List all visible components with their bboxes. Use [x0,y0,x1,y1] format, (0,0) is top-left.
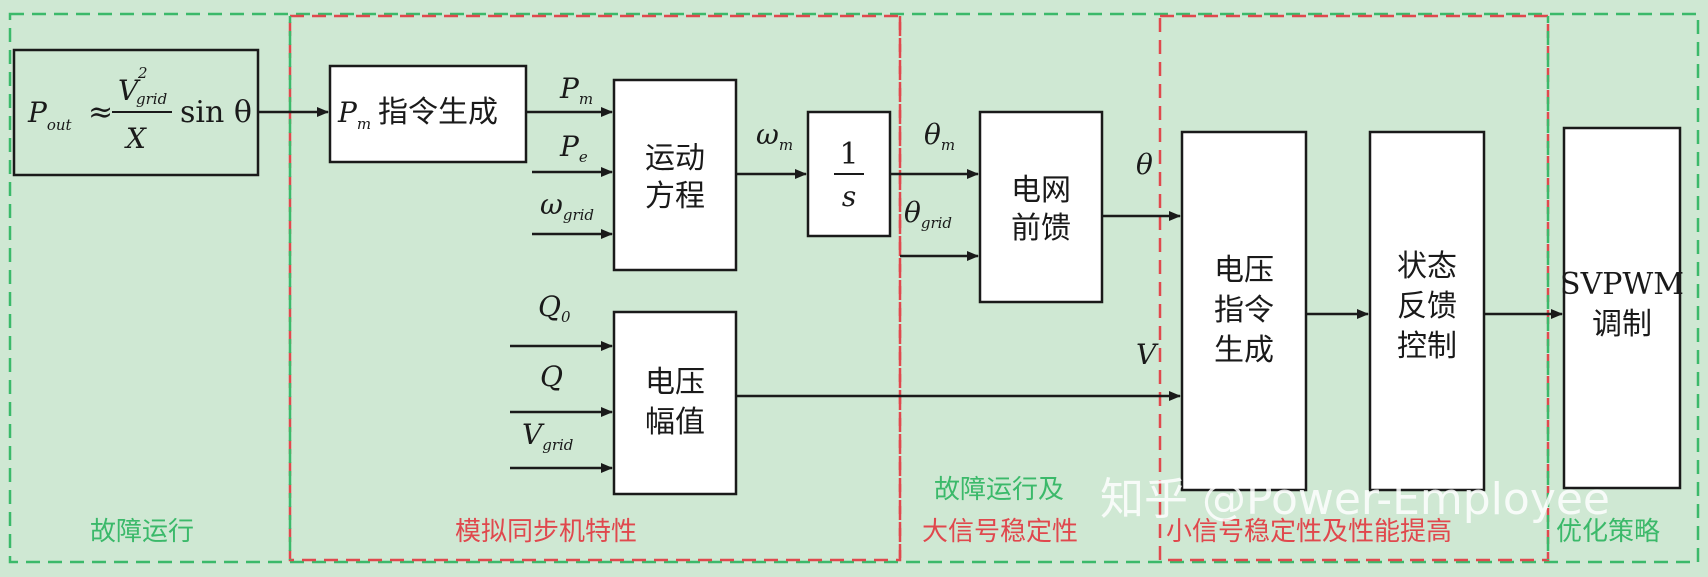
block-motion-equation-box [612,78,738,272]
block-grid-feedforward-box [978,110,1104,304]
svg-text:Vgrid: Vgrid [522,418,573,454]
label-wgrid-sub: grid [563,206,594,224]
region-small-signal-border [1158,14,1550,562]
label-q: Q [540,360,563,393]
block-state-feedback-line3: 控制 [1397,329,1457,364]
block-voltage-amplitude-box [612,310,738,496]
block-grid-feedforward-line2: 前馈 [1011,211,1071,246]
label-q0-sub: 0 [561,308,571,326]
block-voltage-amplitude-line1: 电压 [645,365,705,400]
svg-text:θm: θm [924,118,955,154]
block-pm-command-sym: P [337,96,358,129]
label-theta: θ [1136,148,1153,181]
block-state-feedback-box [1368,130,1486,492]
label-thetam-sub: m [941,136,955,154]
block-svpwm-line1: SVPWM [1560,267,1684,302]
svg-text:θgrid: θgrid [904,196,952,232]
label-pe-sym: P [559,130,580,163]
block-pm-command-label: 指令生成 [378,95,498,130]
label-thetagrid-sub: grid [921,214,952,232]
block-grid-feedforward: 电网 前馈 [978,110,1104,304]
block-state-feedback: 状态 反馈 控制 [1368,130,1486,492]
block-pm-command: Pm 指令生成 [328,64,528,164]
svg-text:V: V [118,74,141,107]
svg-text:Pm: Pm [337,96,371,133]
formula-num-sup: 2 [137,64,148,82]
label-wm-sym: ω [756,118,779,151]
svg-text:Pe: Pe [559,130,588,166]
signal-labels: Pm Pe ωgrid ωm θm θgrid θ V Q0 Q Vgrid [522,72,1159,454]
block-voltage-command-line3: 生成 [1214,333,1274,368]
block-grid-feedforward-line1: 电网 [1011,173,1071,208]
region-outer-green-border [8,12,1700,564]
block-svpwm-box [1562,126,1682,490]
caption-sync-machine: 模拟同步机特性 [455,517,637,547]
formula-lhs-sub: out [47,116,73,134]
block-pm-command-box [328,64,528,164]
svg-text:Pm: Pm [559,72,593,108]
label-v: V [1136,338,1159,371]
label-pm-sym: P [559,72,580,105]
region-borders [8,12,1700,564]
formula-lhs: P [27,96,48,129]
svg-text:Q0: Q0 [538,290,571,326]
label-thetam-sym: θ [924,118,941,151]
block-state-feedback-line1: 状态 [1397,249,1457,284]
label-pm-sub: m [579,90,593,108]
formula-tail: sin θ [180,95,252,130]
label-wm-sub: m [779,136,793,154]
block-svpwm: SVPWM 调制 [1560,126,1684,490]
formula-num: V [118,74,141,107]
label-q0-sym: Q [538,290,561,323]
label-pe-sub: e [579,148,588,166]
caption-small-signal: 小信号稳定性及性能提高 [1166,517,1452,547]
label-vgrid-sym: V [522,418,545,451]
svg-text:Pout: Pout [27,96,73,134]
block-voltage-amplitude-line2: 幅值 [645,405,705,440]
block-voltage-command: 电压 指令 生成 [1180,130,1308,492]
caption-fault-run: 故障运行 [90,517,194,547]
formula-num-sub: grid [136,90,167,108]
signal-arrows [258,107,1563,473]
svg-text:ωm: ωm [756,118,793,154]
block-integrator: 1 s [806,110,892,238]
label-vgrid-sub: grid [542,436,573,454]
block-voltage-command-line2: 指令 [1214,293,1274,328]
block-motion-equation: 运动 方程 [612,78,738,272]
block-svpwm-line2: 调制 [1592,307,1652,342]
block-integrator-den: s [842,180,856,213]
block-state-feedback-line2: 反馈 [1397,289,1457,324]
watermark-text: 知乎 @Power-Employee [1100,474,1610,525]
region-captions: 故障运行 模拟同步机特性 故障运行及 大信号稳定性 小信号稳定性及性能提高 优化… [90,475,1660,547]
caption-fault-large-2: 大信号稳定性 [922,517,1078,547]
caption-optimization: 优化策略 [1556,517,1660,547]
formula-approx: ≈ [88,95,113,130]
formula-den: X [124,122,147,155]
svg-text:ωgrid: ωgrid [540,188,594,224]
block-voltage-command-line1: 电压 [1214,253,1274,288]
caption-fault-large-1: 故障运行及 [934,475,1064,505]
block-motion-equation-line1: 运动 [645,141,705,176]
block-voltage-command-box [1180,130,1308,492]
block-integrator-num: 1 [839,137,858,172]
block-voltage-amplitude: 电压 幅值 [612,310,738,496]
block-motion-equation-line2: 方程 [645,179,705,214]
label-wgrid-sym: ω [540,188,563,221]
label-thetagrid-sym: θ [904,196,921,229]
block-pm-command-sub: m [357,115,371,133]
formula-block: Pout ≈ V 2 grid X sin θ [12,48,260,177]
